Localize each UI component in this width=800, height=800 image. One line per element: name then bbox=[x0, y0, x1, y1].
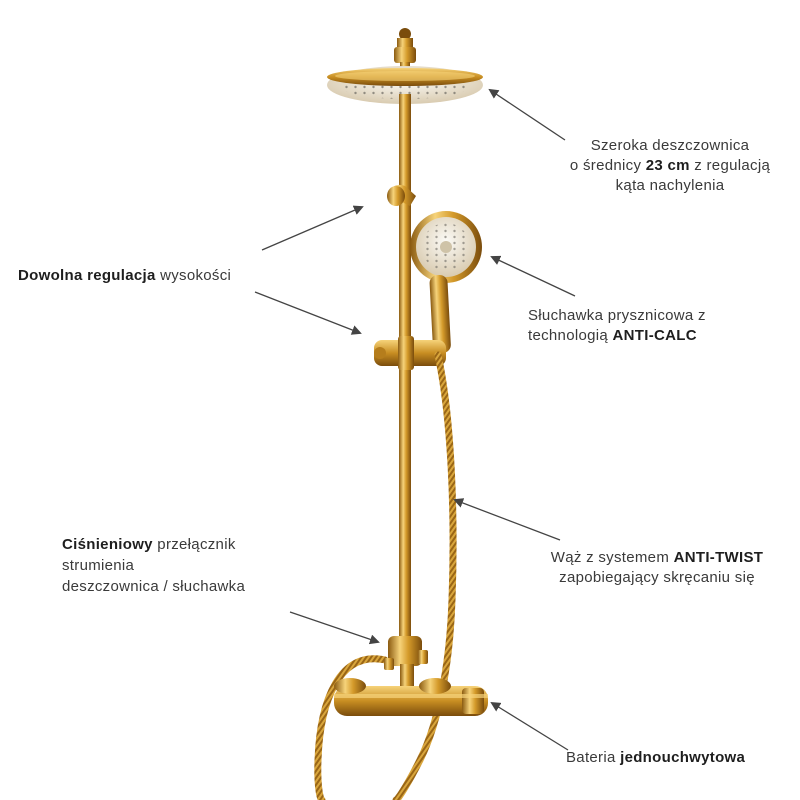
diverter-line2: strumienia bbox=[62, 557, 135, 574]
diverter-line3: deszczownica / słuchawka bbox=[62, 578, 246, 595]
diverter-line1: Ciśnieniowy przełącznik bbox=[62, 536, 236, 553]
rain-shower-line2: o średnicy 23 cm z regulacją bbox=[569, 157, 771, 174]
hand-shower-holder bbox=[387, 184, 416, 206]
hose-line1: Wąż z systemem ANTI-TWIST bbox=[550, 549, 764, 566]
arrow-height-upper bbox=[261, 205, 364, 251]
shower-hose bbox=[314, 351, 457, 800]
annotation-diverter: Ciśnieniowy przełącznik strumienia deszc… bbox=[62, 534, 322, 597]
annotation-hand-shower: Słuchawka prysznicowa z technologią ANTI… bbox=[528, 306, 788, 346]
arrow-hand-shower bbox=[490, 255, 576, 297]
annotation-rain-shower: Szeroka deszczownica o średnicy 23 cm z … bbox=[540, 136, 800, 196]
hand-shower-line2: technologią ANTI-CALC bbox=[528, 327, 697, 344]
annotation-height-adjust: Dowolna regulacja wysokości bbox=[18, 267, 232, 284]
mixer-bar bbox=[334, 664, 488, 716]
hand-shower bbox=[410, 211, 482, 354]
arrow-mixer bbox=[490, 701, 569, 751]
height-slider bbox=[374, 336, 446, 370]
arrow-height-lower bbox=[254, 291, 362, 335]
shower-rail bbox=[399, 94, 411, 654]
arrow-rain-shower bbox=[488, 88, 566, 141]
hose-line2: zapobiegający skręcaniu się bbox=[559, 569, 755, 586]
diverter-switch bbox=[384, 636, 428, 670]
rain-shower-line1: Szeroka deszczownica bbox=[590, 137, 750, 154]
annotation-arrows bbox=[254, 88, 576, 751]
rain-shower-head bbox=[327, 28, 483, 104]
annotation-hose: Wąż z systemem ANTI-TWIST zapobiegający … bbox=[522, 548, 792, 588]
arrow-diverter bbox=[289, 611, 380, 645]
rain-shower-line3: kąta nachylenia bbox=[615, 177, 725, 194]
annotation-mixer: Bateria jednouchwytowa bbox=[566, 749, 746, 766]
arrow-hose bbox=[453, 498, 561, 541]
hand-shower-line1: Słuchawka prysznicowa z bbox=[528, 307, 706, 324]
